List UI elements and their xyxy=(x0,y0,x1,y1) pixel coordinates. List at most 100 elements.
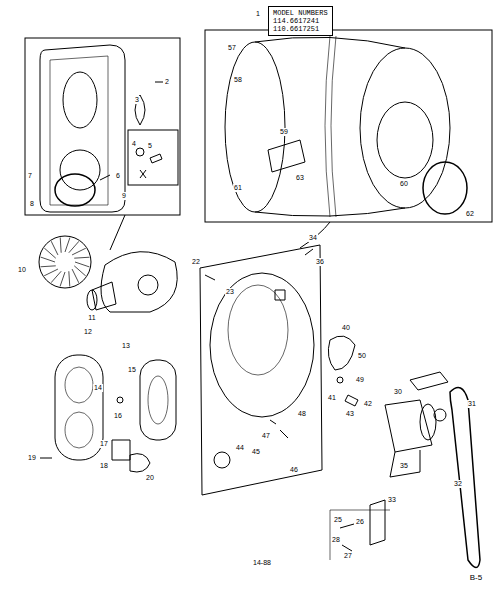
motor-mount xyxy=(390,450,420,477)
detail-frame xyxy=(330,510,390,560)
duct-cover-inner xyxy=(50,56,108,205)
callout-number: 8 xyxy=(29,200,35,208)
callout-number: 18 xyxy=(99,462,109,470)
callout-number: 27 xyxy=(343,552,353,560)
bulkhead-opening xyxy=(210,273,314,417)
bulkhead xyxy=(200,245,322,495)
blower-wheel xyxy=(39,236,91,288)
callout-number: 16 xyxy=(113,412,123,420)
thermostat xyxy=(112,440,130,460)
drive-belt xyxy=(450,388,480,568)
fan-fin xyxy=(65,237,70,252)
fan-fin xyxy=(44,269,58,276)
fan-fin xyxy=(72,269,79,283)
bulkhead-rim xyxy=(228,285,288,375)
heater-cover xyxy=(328,336,355,370)
callout-number: 63 xyxy=(295,174,305,182)
callout-number: 22 xyxy=(191,258,201,266)
callout-number: 44 xyxy=(235,444,245,452)
callout-number: 2 xyxy=(164,78,170,86)
callout-number: 43 xyxy=(345,410,355,418)
screw xyxy=(117,397,123,403)
page-mark: B-5 xyxy=(469,574,483,582)
callout-number: 17 xyxy=(99,440,109,448)
drum-opening xyxy=(377,102,433,178)
leader-line xyxy=(100,82,163,180)
callout-number: 23 xyxy=(225,288,235,296)
callout-number: 61 xyxy=(233,184,243,192)
fan-fin xyxy=(72,248,86,255)
duct-port xyxy=(65,412,93,448)
callout-number: 4 xyxy=(131,140,137,148)
fan-fin xyxy=(60,237,62,252)
detail-frame xyxy=(205,30,492,222)
callout-number: 40 xyxy=(341,324,351,332)
callout-number: 34 xyxy=(308,234,318,242)
fan-fin xyxy=(69,241,79,252)
callout-number: 47 xyxy=(261,432,271,440)
callout-number: 25 xyxy=(333,516,343,524)
callout-number: 45 xyxy=(251,448,261,456)
callout-number: 49 xyxy=(355,376,365,384)
clip xyxy=(150,154,162,163)
screw xyxy=(136,148,144,156)
callout-number: 19 xyxy=(27,454,37,462)
callout-number: 62 xyxy=(465,210,475,218)
callout-number: 33 xyxy=(387,496,397,504)
bracket xyxy=(275,290,285,300)
detail-frame xyxy=(128,130,178,185)
motor xyxy=(385,400,432,452)
fastener xyxy=(270,420,288,438)
callout-number: 20 xyxy=(145,474,155,482)
callout-number: 36 xyxy=(315,258,325,266)
fan-fin xyxy=(74,257,89,259)
fuse xyxy=(130,454,150,472)
callout-number: 28 xyxy=(331,536,341,544)
callout-number: 57 xyxy=(227,44,237,52)
callout-number: 31 xyxy=(467,400,477,408)
gasket xyxy=(135,95,145,125)
callout-number: 6 xyxy=(115,172,121,180)
callout-number: 5 xyxy=(147,142,153,150)
callout-number: 42 xyxy=(363,400,373,408)
fan-fin xyxy=(51,271,61,282)
callout-number: 15 xyxy=(127,366,137,374)
callout-number: 26 xyxy=(355,518,365,526)
callout-number: 10 xyxy=(17,266,27,274)
fan-fin xyxy=(40,265,55,267)
model-number: 114.6617241 xyxy=(273,17,328,25)
motor-end xyxy=(420,404,436,440)
leader-line xyxy=(110,215,125,250)
drum-shell xyxy=(255,37,405,216)
callout-number: 59 xyxy=(279,128,289,136)
fan-fin xyxy=(44,248,55,258)
callout-number: 60 xyxy=(399,180,409,188)
leader-line xyxy=(300,222,330,248)
callout-number: 41 xyxy=(327,394,337,402)
callout-number: 50 xyxy=(357,352,367,360)
lint-duct xyxy=(140,360,176,440)
blower-hub xyxy=(138,275,158,295)
callout-number: 3 xyxy=(134,96,140,104)
callout-number: 12 xyxy=(83,328,93,336)
drum-rear xyxy=(225,42,285,212)
callout-number: 11 xyxy=(87,314,96,322)
callout-number: 32 xyxy=(453,480,463,488)
drum-seal-ring xyxy=(423,162,467,214)
lint-duct xyxy=(55,355,103,460)
callout-number: 48 xyxy=(297,410,307,418)
callout-number: 1 xyxy=(255,10,261,18)
callout-number: 46 xyxy=(289,466,299,474)
drum-front xyxy=(360,48,450,208)
clip xyxy=(345,395,358,406)
leader-line xyxy=(40,458,52,459)
duct-cover xyxy=(40,45,125,212)
seal-ring xyxy=(55,174,95,206)
duct-opening xyxy=(63,72,97,128)
screw xyxy=(337,377,343,383)
fan-fin xyxy=(60,272,65,287)
model-heading: MODEL NUMBERS xyxy=(273,9,328,17)
model-number: 110.6617251 xyxy=(273,25,328,33)
